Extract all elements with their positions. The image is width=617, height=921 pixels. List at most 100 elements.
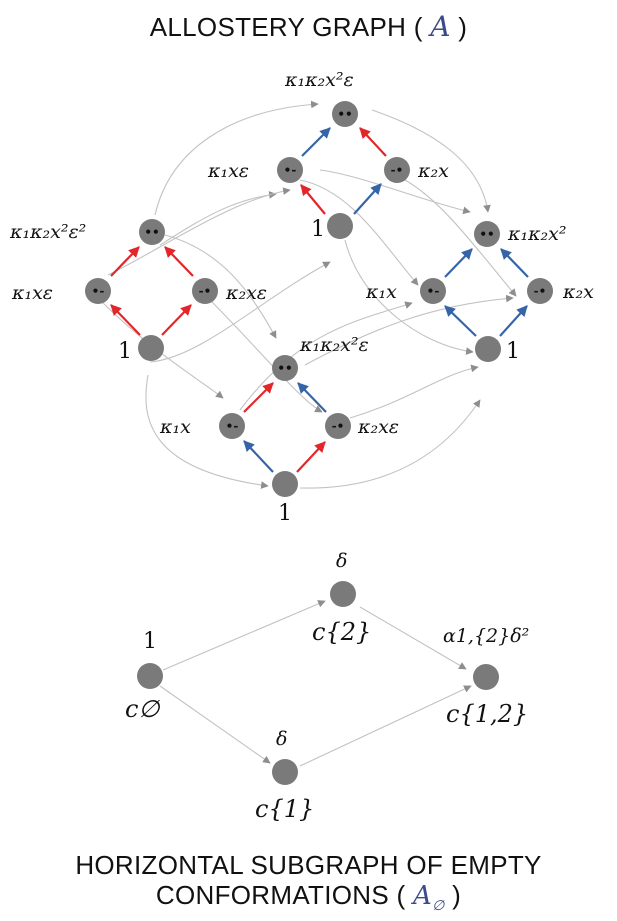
gray-edge bbox=[404, 179, 517, 297]
red-edge bbox=[359, 127, 387, 157]
node-bottom-empty bbox=[272, 471, 298, 497]
blue-edge bbox=[500, 248, 529, 278]
red-edge bbox=[161, 304, 192, 336]
gray-edge bbox=[99, 299, 224, 399]
bottom-title: HORIZONTAL SUBGRAPH OF EMPTY CONFORMATIO… bbox=[0, 850, 617, 921]
top-title-close: ) bbox=[458, 12, 468, 42]
gray-edge bbox=[209, 299, 323, 413]
mark-both: •• bbox=[337, 107, 352, 121]
node-left-left bbox=[85, 278, 111, 304]
label-left-left: κ₁xε bbox=[11, 282, 53, 304]
gray-edge bbox=[149, 261, 331, 363]
weight-c-empty: 1 bbox=[143, 629, 157, 654]
red-edge bbox=[296, 441, 326, 473]
blue-edge bbox=[301, 127, 331, 157]
gray-edge bbox=[107, 187, 291, 276]
mark-right: -• bbox=[332, 419, 345, 433]
mark-right: -• bbox=[534, 284, 547, 298]
label-right-both: κ₁κ₂x² bbox=[507, 223, 566, 245]
gray-edge bbox=[371, 109, 491, 213]
gray-edge bbox=[299, 179, 419, 286]
node-c-2 bbox=[330, 581, 356, 607]
gray-edge bbox=[319, 169, 471, 215]
weight-c-1: δ bbox=[276, 728, 287, 750]
red-edge bbox=[110, 304, 141, 336]
name-c-2: c{2} bbox=[312, 618, 371, 646]
blue-edge bbox=[444, 305, 477, 337]
mark-left: •- bbox=[92, 284, 105, 298]
label-right-left: κ₁x bbox=[365, 281, 397, 303]
bottom-title-line2: CONFORMATIONS ( bbox=[155, 880, 406, 910]
bottom-title-symbol: A bbox=[413, 881, 433, 911]
node-top-both bbox=[332, 101, 358, 127]
label-bottom-right: κ₂xε bbox=[357, 416, 399, 438]
node-left-right bbox=[192, 278, 218, 304]
label-left-both: κ₁κ₂x²ε² bbox=[9, 221, 86, 243]
bottom-title-line1: HORIZONTAL SUBGRAPH OF EMPTY bbox=[75, 850, 542, 880]
node-right-left bbox=[420, 278, 446, 304]
mark-right: -• bbox=[391, 163, 404, 177]
red-edge bbox=[243, 382, 274, 413]
label-top-right: κ₂x bbox=[417, 160, 449, 182]
node-bottom-both bbox=[272, 355, 298, 381]
gray-edge bbox=[239, 301, 413, 411]
node-bottom-left bbox=[219, 413, 245, 439]
mark-right: -• bbox=[199, 284, 212, 298]
node-top-right bbox=[384, 157, 410, 183]
bottom-title-symbol-sub: ∅ bbox=[432, 898, 445, 915]
label-top-empty: 1 bbox=[311, 217, 325, 242]
label-top-both: κ₁κ₂x²ε bbox=[284, 69, 354, 91]
mark-left: •- bbox=[226, 419, 239, 433]
blue-edge bbox=[353, 183, 382, 215]
label-right-empty: 1 bbox=[506, 339, 520, 364]
name-c-empty: c∅ bbox=[125, 695, 160, 723]
gray-edge bbox=[304, 294, 514, 366]
node-right-right bbox=[527, 278, 553, 304]
mark-both: •• bbox=[479, 227, 494, 241]
label-right-right: κ₂x bbox=[562, 281, 594, 303]
red-edge bbox=[164, 246, 194, 277]
gray-edge bbox=[349, 364, 479, 419]
name-c-12: c{1,2} bbox=[446, 700, 528, 728]
gray-edge bbox=[359, 606, 467, 670]
node-left-empty bbox=[138, 335, 164, 361]
top-title-text: ALLOSTERY GRAPH ( bbox=[149, 12, 423, 42]
mark-both: •• bbox=[144, 225, 159, 239]
label-left-empty: 1 bbox=[118, 339, 132, 364]
bottom-title-line2-wrap: CONFORMATIONS ( A∅ ) bbox=[0, 880, 617, 921]
top-title: ALLOSTERY GRAPH ( A ) bbox=[0, 10, 617, 43]
weight-c-2: δ bbox=[336, 550, 347, 572]
name-c-1: c{1} bbox=[255, 795, 314, 823]
gray-edge bbox=[299, 399, 481, 489]
node-right-empty bbox=[475, 336, 501, 362]
mark-both: •• bbox=[277, 361, 292, 375]
gray-edge bbox=[145, 374, 269, 489]
bottom-title-close: ) bbox=[452, 880, 462, 910]
blue-edge bbox=[499, 305, 528, 337]
gray-edge bbox=[344, 239, 474, 355]
gray-edge bbox=[159, 685, 271, 764]
label-bottom-left: κ₁x bbox=[159, 416, 191, 438]
gray-edge bbox=[164, 234, 277, 339]
red-edge bbox=[110, 246, 140, 277]
node-top-empty bbox=[327, 213, 353, 239]
node-c-empty bbox=[137, 663, 163, 689]
label-bottom-empty: 1 bbox=[278, 501, 292, 526]
weight-c-12: α1,{2}δ² bbox=[443, 625, 529, 647]
blue-edge bbox=[243, 440, 274, 473]
blue-edge bbox=[444, 248, 473, 278]
gray-edge bbox=[299, 685, 472, 767]
node-left-both bbox=[139, 219, 165, 245]
mark-left: •- bbox=[284, 163, 297, 177]
label-left-right: κ₂xε bbox=[225, 282, 267, 304]
gray-edge bbox=[162, 600, 326, 671]
blue-edge bbox=[297, 382, 327, 413]
red-edge bbox=[300, 184, 326, 215]
node-right-both bbox=[474, 221, 500, 247]
label-top-left: κ₁xε bbox=[207, 160, 249, 182]
node-bottom-right bbox=[325, 413, 351, 439]
node-c-1 bbox=[272, 759, 298, 785]
gray-edge bbox=[154, 100, 319, 216]
node-c-12 bbox=[473, 664, 499, 690]
